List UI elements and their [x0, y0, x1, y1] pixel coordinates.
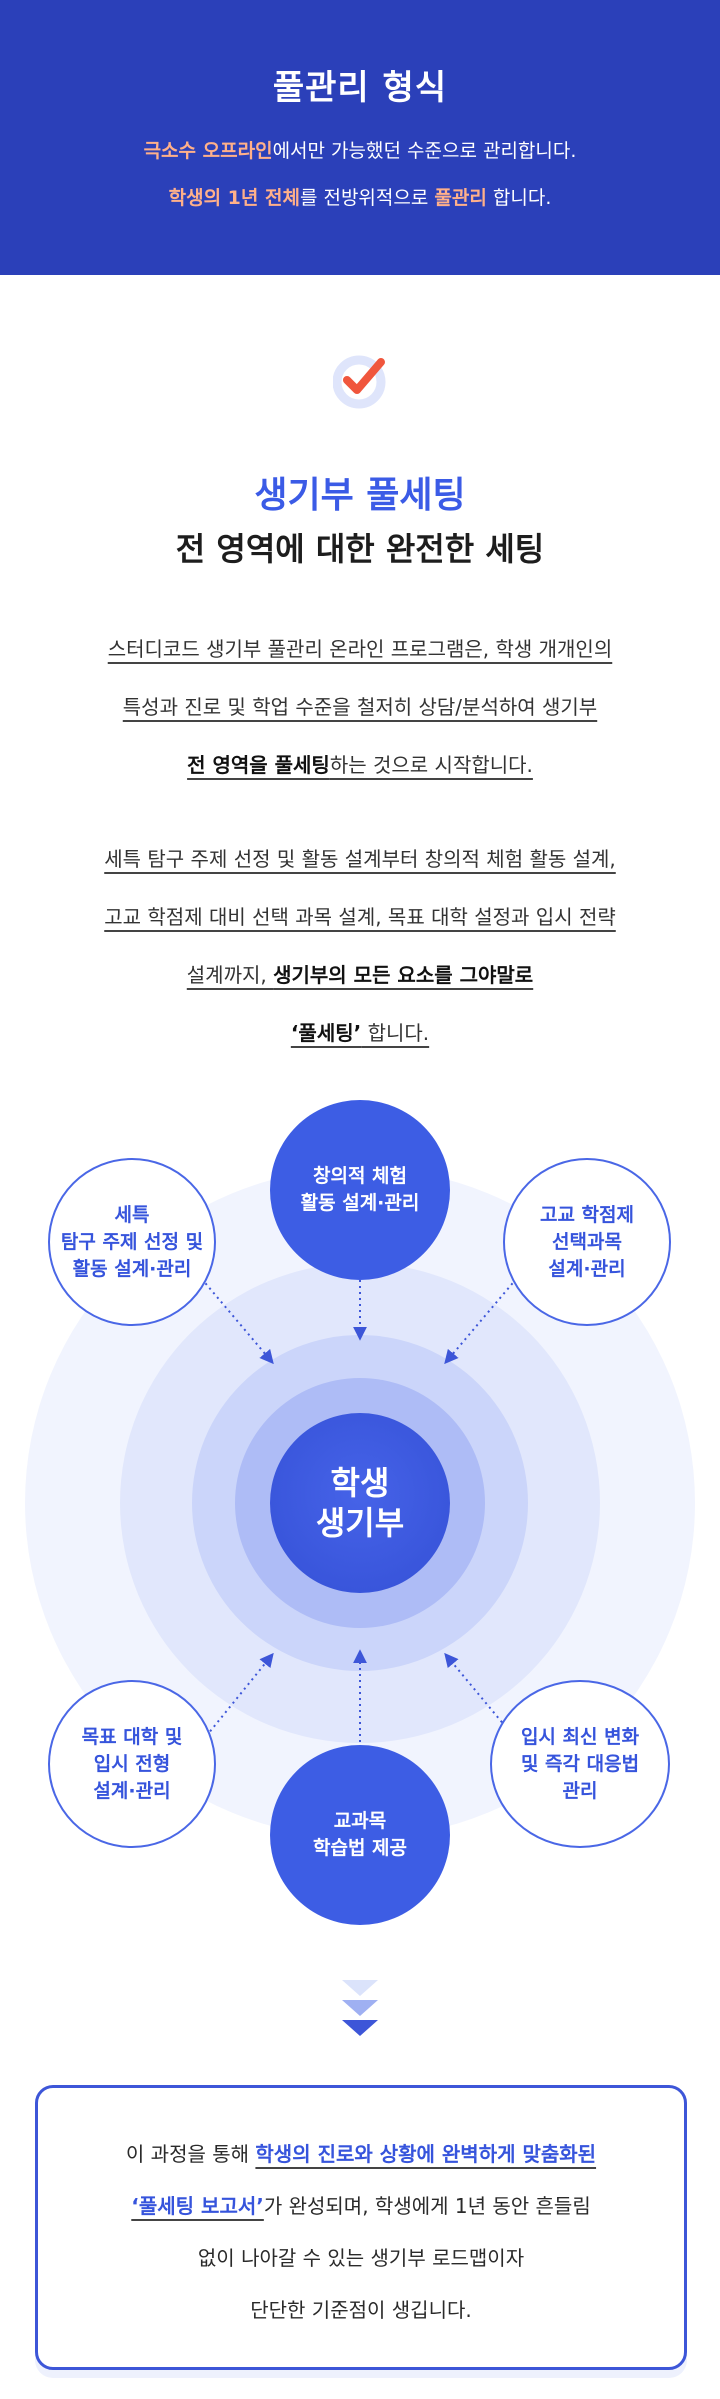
node-bottom-left-line-3: 설계·관리 [93, 1779, 171, 1802]
node-subject-research: 세특 탐구 주제 선정 및 활동 설계·관리 [48, 1158, 216, 1326]
node-top-left-line-1: 세특 [114, 1203, 150, 1226]
intro-paragraph-1: 스터디코드 생기부 풀관리 온라인 프로그램은, 학생 개개인의 특성과 진로 … [0, 620, 720, 794]
hero-title: 풀관리 형식 [272, 68, 448, 108]
arrow-bottom-right [444, 1652, 526, 1751]
summary-report-name: ‘풀세팅 보고서’ [131, 2194, 264, 2218]
hero-highlight-offline: 극소수 오프라인 [143, 140, 273, 162]
summary-emphasis: 학생의 진로와 상황에 완벽하게 맞춤화된 [255, 2142, 597, 2166]
section-title: 생기부 풀세팅 [254, 475, 466, 516]
paragraph-2-line-1: 세특 탐구 주제 선정 및 활동 설계부터 창의적 체험 활동 설계, [104, 847, 616, 871]
paragraph-2-line-4: 합니다. [361, 1021, 430, 1045]
node-bottom-right-line-2: 및 즉각 대응법 [520, 1752, 640, 1775]
node-bottom-right-line-1: 입시 최신 변화 [520, 1725, 640, 1748]
core-node: 학생 생기부 [270, 1413, 450, 1593]
node-top-right-line-1: 고교 학점제 [539, 1203, 634, 1226]
node-top-line-1: 창의적 체험 [312, 1165, 407, 1187]
arrow-bottom-left [194, 1652, 274, 1751]
paragraph-1-line-3: 하는 것으로 시작합니다. [329, 753, 533, 777]
paragraph-2-line-3: 설계까지, [186, 963, 274, 987]
core-line-2: 생기부 [315, 1504, 405, 1542]
summary-line-3: 없이 나아갈 수 있는 생기부 로드맵이자 [197, 2246, 525, 2270]
node-top-right-line-2: 선택과목 [552, 1230, 622, 1253]
paragraph-2-fullsetting: ‘풀세팅’ [290, 1021, 362, 1045]
record-diagram: 학생 생기부 창의적 체험 활동 설계·관리 세특 탐구 주제 선정 및 활동 … [0, 1080, 720, 1960]
chevron-down-icon [342, 1980, 378, 1996]
node-top-left-line-2: 탐구 주제 선정 및 [60, 1230, 204, 1253]
node-bottom-left-line-1: 목표 대학 및 [81, 1725, 183, 1748]
node-creative-activity: 창의적 체험 활동 설계·관리 [270, 1100, 450, 1280]
core-line-1: 학생 [330, 1464, 390, 1502]
check-icon [332, 350, 393, 410]
node-top-right-line-3: 설계·관리 [548, 1257, 626, 1280]
hero-line-2: 학생의 1년 전체를 전방위적으로 풀관리 합니다. [0, 183, 720, 210]
hero-line-1: 극소수 오프라인에서만 가능했던 수준으로 관리합니다. [0, 136, 720, 163]
node-bottom-line-1: 교과목 [333, 1810, 387, 1832]
hero-line-1-text: 에서만 가능했던 수준으로 관리합니다. [272, 140, 577, 162]
paragraph-1-line-2: 특성과 진로 및 학업 수준을 철저히 상담/분석하여 생기부 [122, 695, 598, 719]
summary-box: 이 과정을 통해 학생의 진로와 상황에 완벽하게 맞춤화된 ‘풀세팅 보고서’… [35, 2085, 687, 2370]
summary-line-2: 가 완성되며, 학생에게 1년 동안 흔들림 [263, 2194, 591, 2218]
hero-line-2-text: 를 전방위적으로 [299, 187, 435, 209]
paragraph-1-emphasis: 전 영역을 풀세팅 [187, 753, 330, 777]
summary-line-4: 단단한 기준점이 생깁니다. [250, 2298, 472, 2322]
hero-banner: 풀관리 형식 극소수 오프라인에서만 가능했던 수준으로 관리합니다. 학생의 … [0, 0, 720, 275]
node-study-method: 교과목 학습법 제공 [270, 1745, 450, 1925]
intro-paragraph-2: 세특 탐구 주제 선정 및 활동 설계부터 창의적 체험 활동 설계, 고교 학… [0, 830, 720, 1062]
hero-highlight-full: 풀관리 [434, 187, 487, 209]
summary-line-1: 이 과정을 통해 [125, 2142, 256, 2166]
hero-line-2-end: 합니다. [486, 187, 552, 209]
node-admission-updates: 입시 최신 변화 및 즉각 대응법 관리 [490, 1680, 670, 1848]
section-subtitle: 전 영역에 대한 완전한 세팅 [175, 530, 545, 568]
node-credit-system: 고교 학점제 선택과목 설계·관리 [503, 1158, 671, 1326]
chevron-down-icon [342, 2000, 378, 2016]
node-target-university: 목표 대학 및 입시 전형 설계·관리 [48, 1680, 216, 1848]
node-bottom-line-2: 학습법 제공 [312, 1837, 407, 1859]
node-bottom-left-line-2: 입시 전형 [93, 1752, 171, 1775]
paragraph-1-line-1: 스터디코드 생기부 풀관리 온라인 프로그램은, 학생 개개인의 [107, 637, 613, 661]
chevron-down-icon [342, 2020, 378, 2036]
paragraph-2-emphasis: 생기부의 모든 요소를 그야말로 [273, 963, 534, 987]
node-top-line-2: 활동 설계·관리 [300, 1192, 420, 1214]
node-top-left-line-3: 활동 설계·관리 [72, 1257, 192, 1280]
hero-highlight-year: 학생의 1년 전체 [168, 187, 300, 209]
node-bottom-right-line-3: 관리 [562, 1779, 598, 1802]
paragraph-2-line-2: 고교 학점제 대비 선택 과목 설계, 목표 대학 설정과 입시 전략 [104, 905, 616, 929]
